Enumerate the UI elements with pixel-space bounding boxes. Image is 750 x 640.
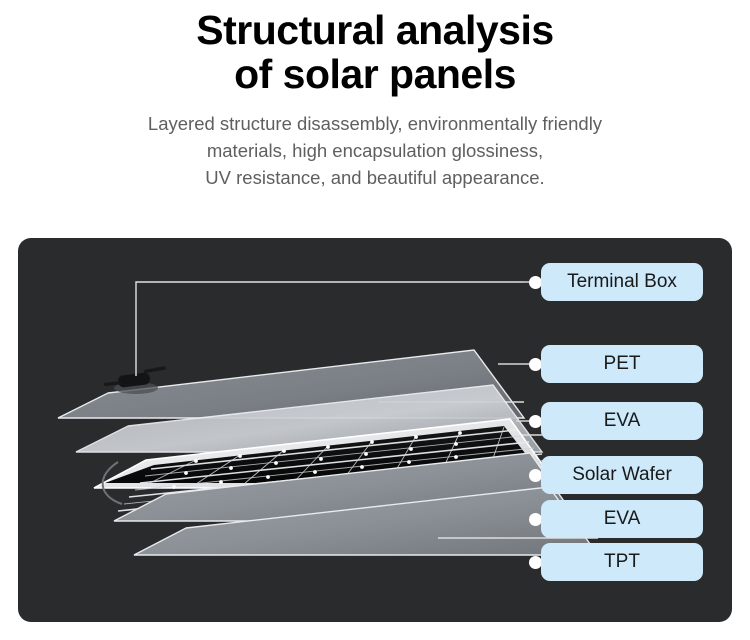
callout-label-eva-bottom[interactable]: EVA bbox=[541, 500, 703, 538]
subtitle-line-1: Layered structure disassembly, environme… bbox=[147, 113, 603, 134]
callout-label-terminal-box[interactable]: Terminal Box bbox=[541, 263, 703, 301]
callout-label-terminal-box-text: Terminal Box bbox=[567, 271, 677, 292]
callout-label-eva-top-text: EVA bbox=[603, 410, 641, 431]
callout-dot-eva-top[interactable] bbox=[529, 415, 542, 428]
solar-wafer-wiring bbox=[101, 461, 123, 505]
callout-dot-terminal-box[interactable] bbox=[529, 276, 542, 289]
callout-label-pet[interactable]: PET bbox=[541, 345, 703, 383]
diagram-stage: Terminal Box PET EVA Solar Wafer bbox=[18, 238, 732, 622]
title-line-2: of solar panels bbox=[234, 51, 516, 97]
subtitle-line-3: UV resistance, and beautiful appearance. bbox=[205, 167, 545, 188]
title-line-1: Structural analysis bbox=[196, 7, 554, 53]
page-title: Structural analysis of solar panels bbox=[0, 0, 750, 96]
header: Structural analysis of solar panels Laye… bbox=[0, 0, 750, 191]
terminal-box-cable-right bbox=[144, 366, 166, 374]
terminal-box-component bbox=[103, 281, 524, 394]
terminal-box-body bbox=[118, 372, 150, 388]
callout-label-eva-bottom-text: EVA bbox=[603, 508, 641, 529]
terminal-box-callout-path bbox=[135, 281, 524, 376]
callout-label-solar-wafer-text: Solar Wafer bbox=[572, 464, 672, 485]
callout-label-eva-top[interactable]: EVA bbox=[541, 402, 703, 440]
callout-dot-pet[interactable] bbox=[529, 358, 542, 371]
callout-label-pet-text: PET bbox=[603, 353, 641, 374]
diagram-canvas: Terminal Box PET EVA Solar Wafer bbox=[18, 238, 732, 622]
terminal-box-cable-left bbox=[103, 381, 122, 386]
callout-label-tpt-text: TPT bbox=[604, 551, 640, 572]
callout-dot-eva-bottom[interactable] bbox=[529, 513, 542, 526]
callout-label-tpt[interactable]: TPT bbox=[541, 543, 703, 581]
callout-dot-solar-wafer[interactable] bbox=[529, 469, 542, 482]
page-subtitle: Layered structure disassembly, environme… bbox=[0, 96, 750, 191]
exploded-layer-stack bbox=[18, 238, 732, 622]
subtitle-line-2: materials, high encapsulation glossiness… bbox=[206, 140, 544, 161]
callout-labels: Terminal Box PET EVA Solar Wafer bbox=[18, 238, 732, 622]
layers-svg bbox=[57, 281, 600, 563]
callout-label-solar-wafer[interactable]: Solar Wafer bbox=[541, 456, 703, 494]
solar-wafer-nodes bbox=[172, 431, 462, 489]
callout-dot-tpt[interactable] bbox=[529, 556, 542, 569]
